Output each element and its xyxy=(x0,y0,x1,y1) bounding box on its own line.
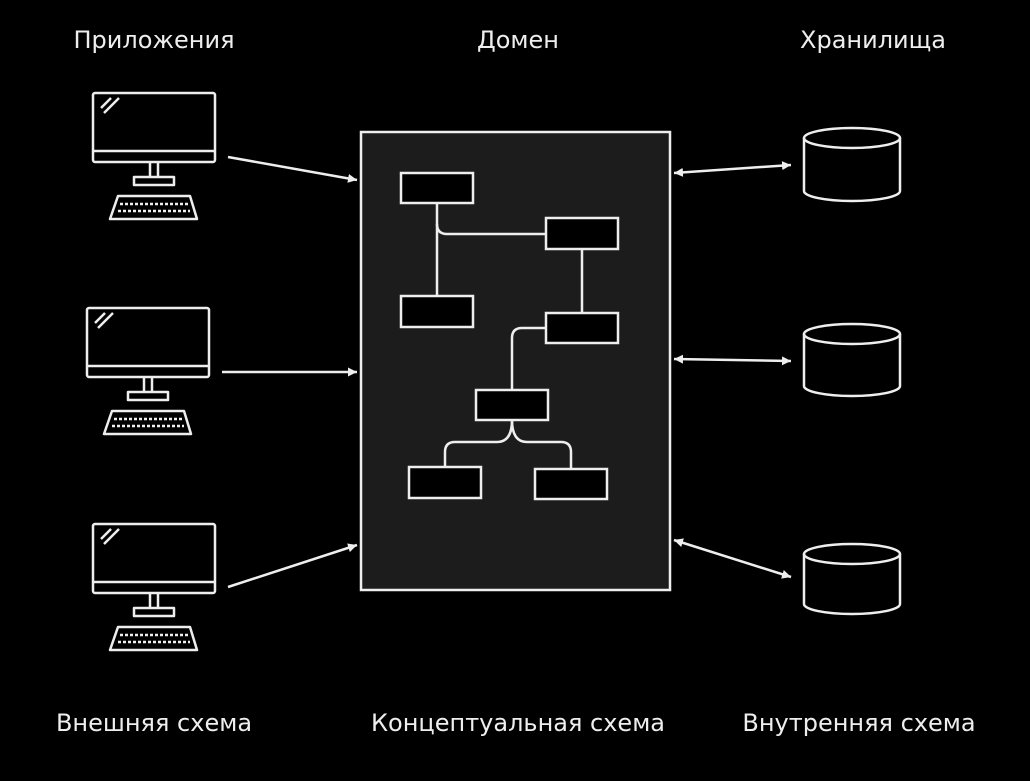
entity-node xyxy=(399,294,475,329)
arrow-domain-storage xyxy=(673,354,792,366)
entity-node xyxy=(474,388,550,422)
arrow-app-to-domain xyxy=(227,155,358,183)
tree-connectors xyxy=(435,203,584,469)
domain-box xyxy=(359,130,672,592)
arrow-domain-storage xyxy=(673,161,792,177)
footer-internal-schema: Внутренняя схема xyxy=(742,709,976,737)
footer-external-schema: Внешняя схема xyxy=(55,709,253,737)
entity-node xyxy=(544,311,620,345)
entity-node xyxy=(399,171,475,205)
tree-nodes xyxy=(399,171,620,501)
computer-icon xyxy=(91,91,217,221)
footer-conceptual-schema: Концептуальная схема xyxy=(370,709,666,737)
entity-node xyxy=(544,216,620,251)
database-icon xyxy=(802,542,902,616)
database-icon xyxy=(802,322,902,398)
header-storages: Хранилища xyxy=(800,26,946,54)
arrow-app-to-domain xyxy=(227,543,358,589)
header-domain: Домен xyxy=(477,26,559,54)
database-icon xyxy=(802,126,902,203)
header-applications: Приложения xyxy=(73,26,235,54)
entity-node xyxy=(407,465,483,500)
computer-icon xyxy=(85,306,211,436)
storage-arrows xyxy=(673,161,792,579)
entity-node xyxy=(533,467,609,501)
arrow-domain-storage xyxy=(673,538,792,579)
application-arrows xyxy=(222,155,358,589)
computer-icon xyxy=(91,522,217,652)
